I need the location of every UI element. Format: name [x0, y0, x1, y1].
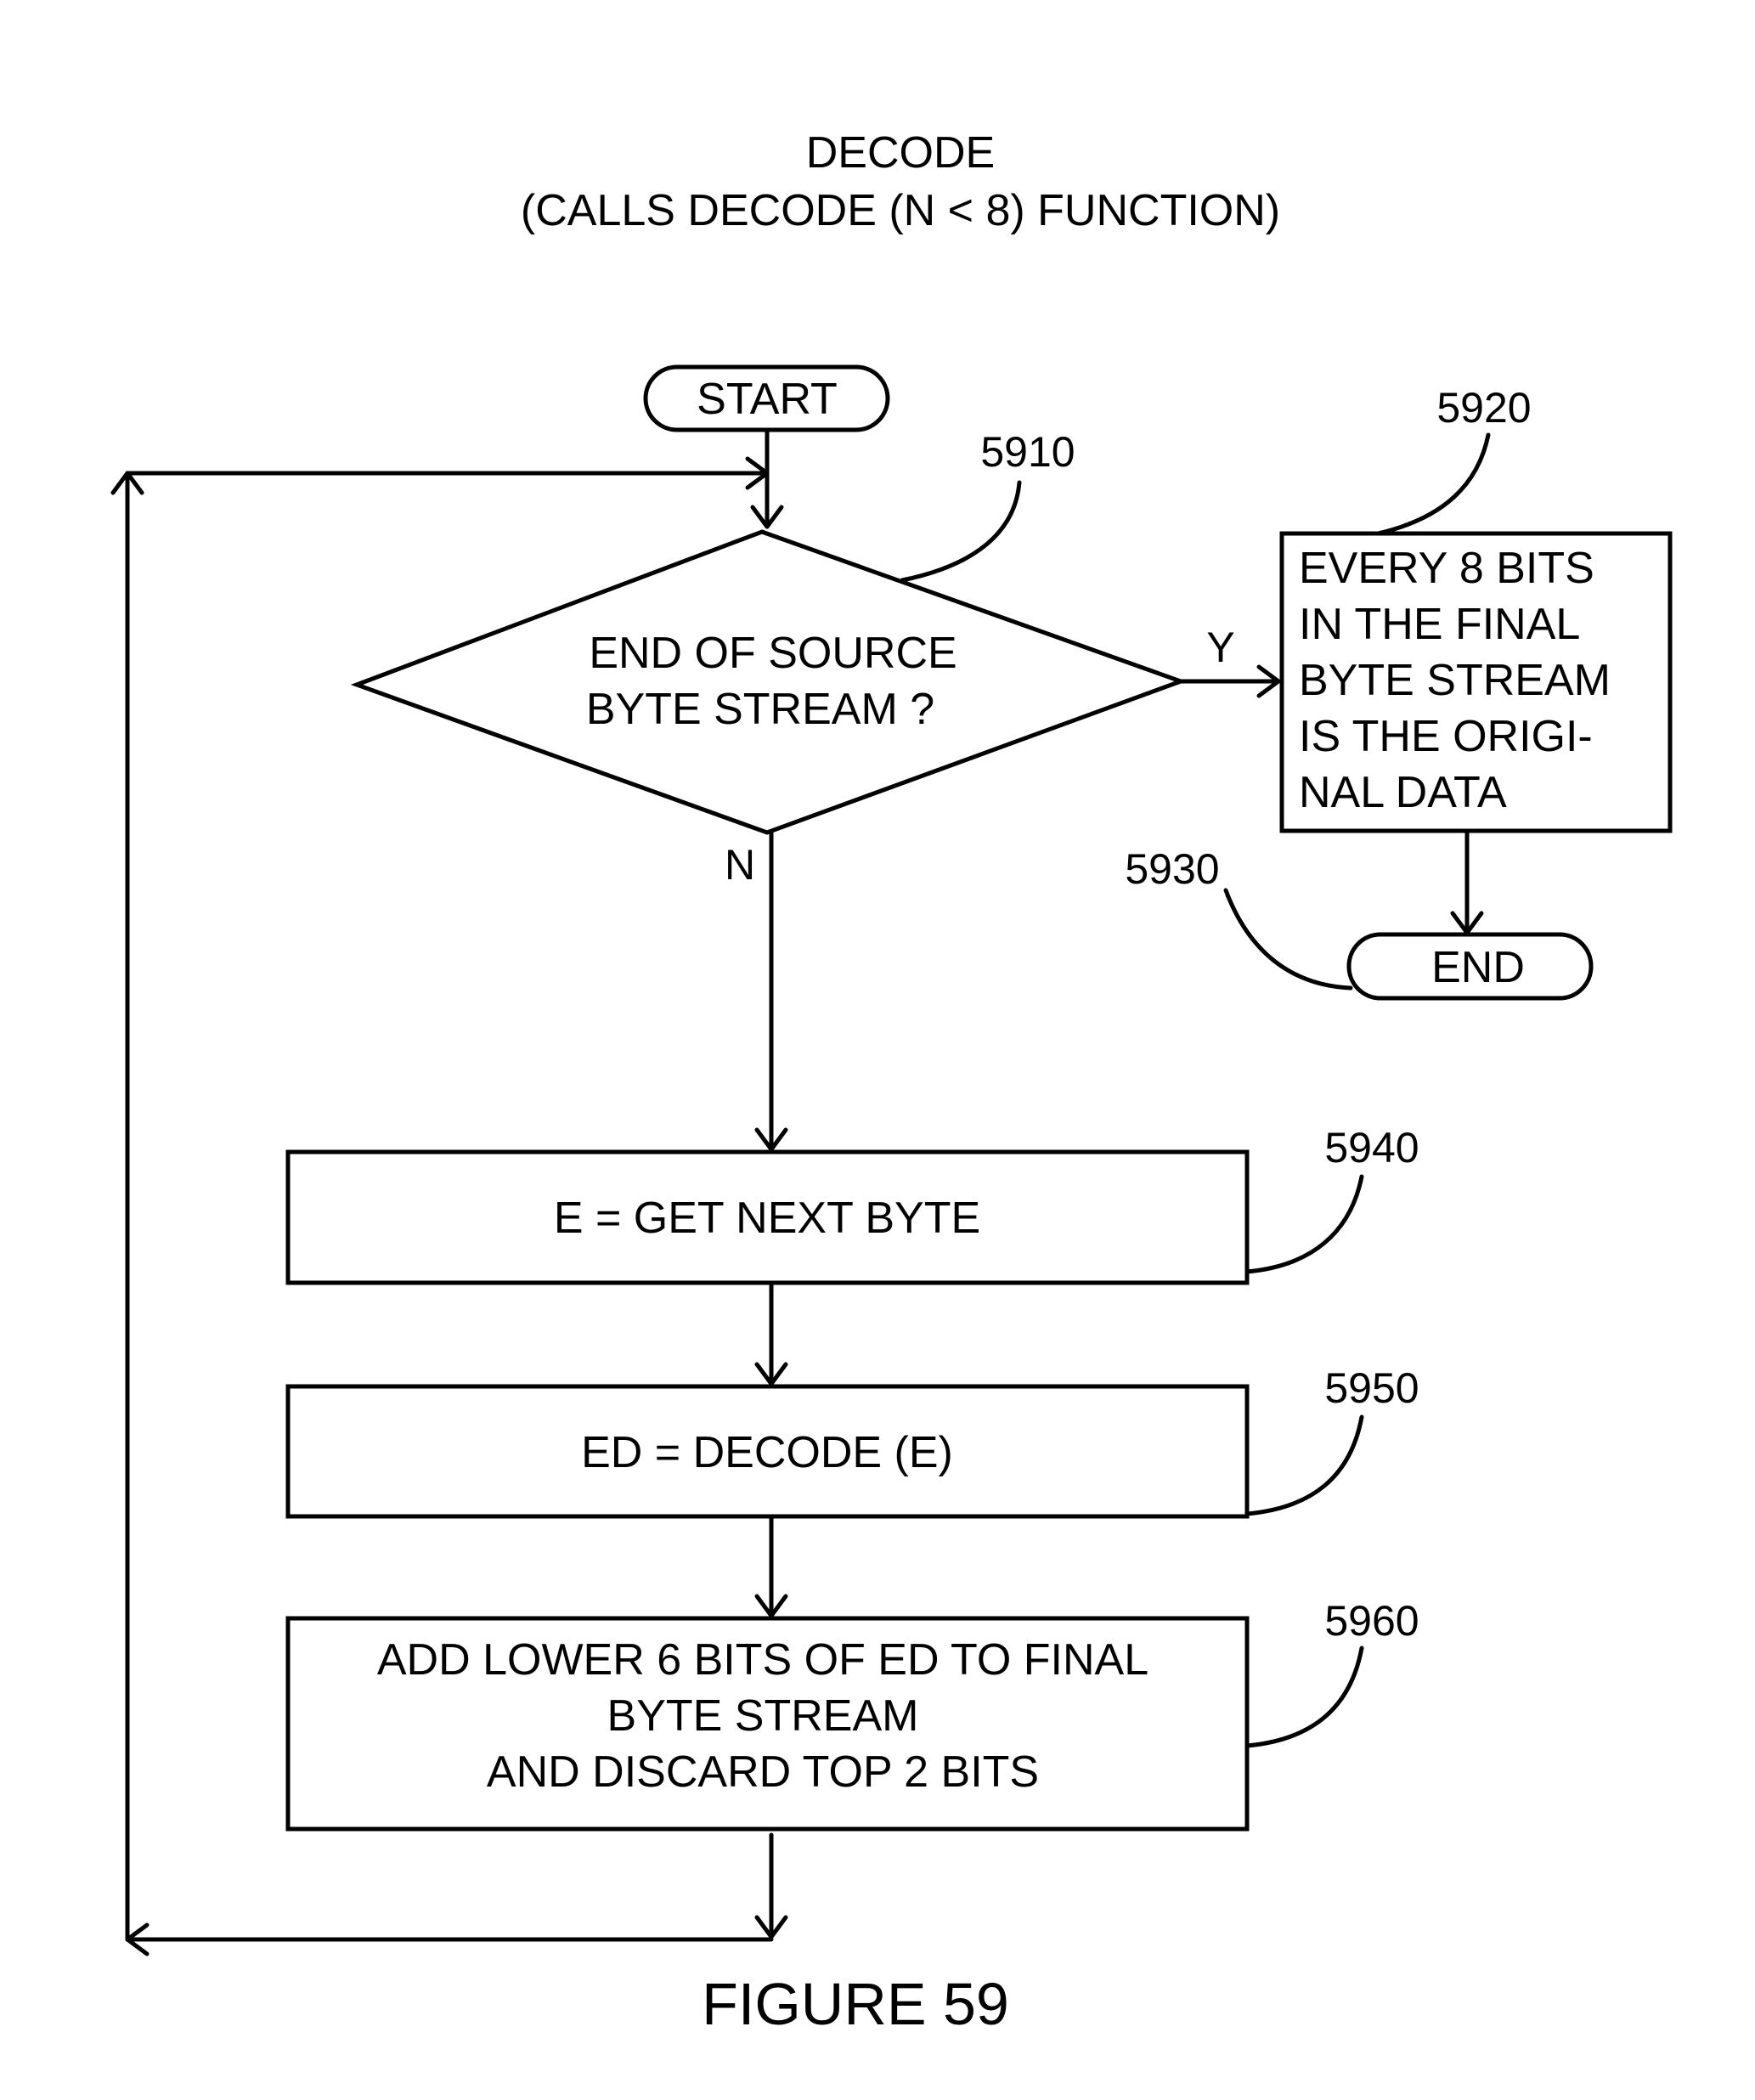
title-line-2: (CALLS DECODE (N < 8) FUNCTION) — [521, 186, 1280, 235]
ref-5920: 5920 — [1436, 384, 1531, 432]
add-bits-line-1: ADD LOWER 6 BITS OF ED TO FINAL — [377, 1635, 1148, 1685]
output-line-5: NAL DATA — [1299, 768, 1507, 817]
start-label: START — [697, 375, 838, 424]
decision-line-2: BYTE STREAM ? — [586, 685, 934, 734]
title-line-1: DECODE — [806, 128, 995, 178]
ref-5950: 5950 — [1324, 1364, 1419, 1412]
get-byte-label: E = GET NEXT BYTE — [554, 1194, 980, 1243]
leader-5930 — [1226, 890, 1351, 988]
ref-5910: 5910 — [980, 428, 1075, 476]
leader-5960 — [1247, 1648, 1362, 1746]
add-bits-line-2: BYTE STREAM — [607, 1691, 919, 1741]
output-line-3: BYTE STREAM — [1299, 656, 1611, 705]
decision-line-1: END OF SOURCE — [589, 629, 957, 678]
decision-end-of-source — [357, 532, 1181, 833]
yes-label: Y — [1206, 624, 1234, 671]
no-label: N — [725, 841, 755, 889]
output-line-2: IN THE FINAL — [1299, 600, 1580, 649]
leader-5920 — [1378, 435, 1488, 533]
figure-label: FIGURE 59 — [702, 1971, 1009, 2037]
leader-5950 — [1247, 1417, 1362, 1514]
end-label: END — [1431, 943, 1525, 992]
ref-5930: 5930 — [1125, 845, 1219, 893]
output-line-1: EVERY 8 BITS — [1299, 544, 1594, 593]
ref-5960: 5960 — [1324, 1597, 1419, 1645]
ref-5940: 5940 — [1324, 1124, 1419, 1171]
add-bits-line-3: AND DISCARD TOP 2 BITS — [487, 1747, 1039, 1797]
decode-label: ED = DECODE (E) — [581, 1428, 953, 1477]
output-line-4: IS THE ORIGI- — [1299, 712, 1593, 761]
leader-5910 — [902, 483, 1019, 580]
leader-5940 — [1247, 1177, 1362, 1272]
